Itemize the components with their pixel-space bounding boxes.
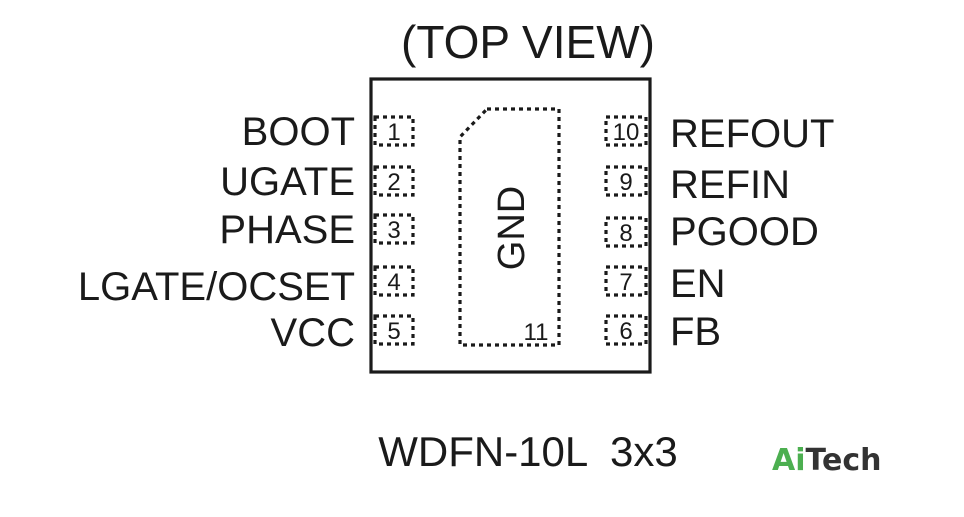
gnd-label: GND [491,186,533,270]
pin-7: 7 EN [604,262,726,306]
pin-label: REFIN [670,163,790,207]
package-body [369,77,652,374]
pin-number: 6 [619,318,632,345]
pin-number-11: 11 [524,319,549,346]
aitech-logo: AiTech [772,443,881,478]
pin-label: FB [670,310,721,354]
pin-pad [373,165,415,197]
pin-pad [604,165,648,197]
pin-pad [373,213,415,245]
pin-pad [373,265,415,297]
pin-pad [604,115,648,147]
pin-6: 6 FB [604,310,721,354]
right-pins: 10 REFOUT 9 REFIN 8 PGOOD 7 EN 6 FB [604,112,834,354]
pin-5: 5 VCC [271,311,415,355]
left-pins: 1 BOOT 2 UGATE 3 PHASE 4 LGATE/OCSET 5 V… [78,110,415,355]
pin-4: 4 LGATE/OCSET [78,265,415,309]
pin-pad [604,314,648,346]
thermal-pad [458,107,561,347]
logo-text: AiTech [772,443,881,478]
pin-3: 3 PHASE [219,208,415,252]
pin-number: 2 [387,169,400,196]
pin-label: PHASE [219,208,355,252]
logo-part-ai: Ai [772,443,806,478]
pin-9: 9 REFIN [604,163,790,207]
pin-label: REFOUT [670,112,834,156]
pin-pad [373,314,415,346]
pin-label: BOOT [242,110,355,154]
pin-number: 4 [387,269,400,296]
pin-label: VCC [271,311,355,355]
pin-pad [604,265,648,297]
pin-1: 1 BOOT [242,110,415,154]
pin-number: 1 [387,119,400,146]
pin-number: 3 [387,217,400,244]
pin-number: 7 [619,269,632,296]
pin-10: 10 REFOUT [604,112,834,156]
pin-pad [373,115,415,147]
pin-8: 8 PGOOD [604,210,819,254]
pin-number: 5 [387,318,400,345]
logo-part-tech: Tech [806,443,882,478]
pin-number: 8 [619,220,632,247]
pin-number: 10 [613,119,640,146]
pin-label: EN [670,262,726,306]
pin-2: 2 UGATE [220,160,415,204]
pin-pad [604,216,648,248]
package-name: WDFN-10L 3x3 [378,428,678,475]
pin-number: 9 [619,169,632,196]
pin-label: LGATE/OCSET [78,265,355,309]
diagram-title: (TOP VIEW) [401,16,655,68]
pin-label: UGATE [220,160,355,204]
pin-label: PGOOD [670,210,819,254]
